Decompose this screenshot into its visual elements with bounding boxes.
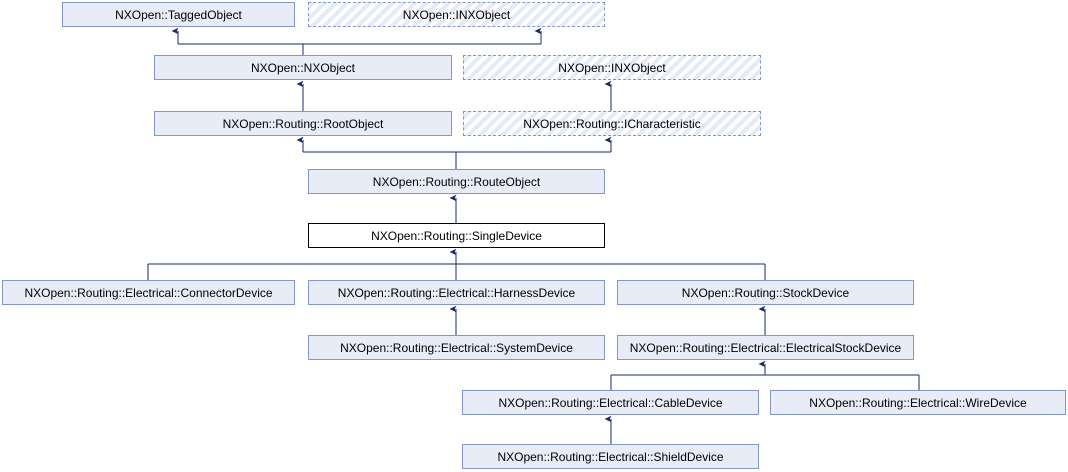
node-systemdevice[interactable]: NXOpen::Routing::Electrical::SystemDevic… <box>308 335 605 360</box>
node-icharacteristic[interactable]: NXOpen::Routing::ICharacteristic <box>463 111 761 136</box>
edge-electricalstock-children <box>610 360 920 390</box>
node-label: NXOpen::Routing::Electrical::ShieldDevic… <box>497 449 724 464</box>
node-cabledevice[interactable]: NXOpen::Routing::Electrical::CableDevice <box>462 390 759 415</box>
node-routeobject[interactable]: NXOpen::Routing::RouteObject <box>308 169 605 194</box>
node-label: NXOpen::Routing::Electrical::ConnectorDe… <box>24 285 273 300</box>
node-label: NXOpen::Routing::RouteObject <box>372 174 541 189</box>
edge-routeobject-parents <box>296 136 612 169</box>
node-label: NXOpen::INXObject <box>402 7 511 22</box>
node-shielddevice[interactable]: NXOpen::Routing::Electrical::ShieldDevic… <box>462 444 759 469</box>
node-singledevice[interactable]: NXOpen::Routing::SingleDevice <box>308 223 605 248</box>
node-label: NXOpen::Routing::Electrical::CableDevice <box>498 395 723 410</box>
node-electricalstockdevice[interactable]: NXOpen::Routing::Electrical::ElectricalS… <box>617 335 914 360</box>
node-stockdevice[interactable]: NXOpen::Routing::StockDevice <box>617 280 914 305</box>
node-label: NXOpen::Routing::SingleDevice <box>371 228 542 243</box>
node-rootobject[interactable]: NXOpen::Routing::RootObject <box>154 111 452 136</box>
node-inxobject-2[interactable]: NXOpen::INXObject <box>463 55 761 80</box>
node-label: NXOpen::Routing::StockDevice <box>681 285 850 300</box>
node-label: NXOpen::Routing::Electrical::SystemDevic… <box>340 340 573 355</box>
node-label: NXOpen::Routing::Electrical::HarnessDevi… <box>337 285 576 300</box>
node-label: NXOpen::Routing::Electrical::WireDevice <box>809 395 1027 410</box>
node-wiredevice[interactable]: NXOpen::Routing::Electrical::WireDevice <box>770 390 1066 415</box>
node-harnessdevice[interactable]: NXOpen::Routing::Electrical::HarnessDevi… <box>308 280 605 305</box>
edge-nxobject-parents <box>171 27 542 55</box>
node-connectordevice[interactable]: NXOpen::Routing::Electrical::ConnectorDe… <box>2 280 295 305</box>
node-nxobject[interactable]: NXOpen::NXObject <box>154 55 452 80</box>
node-label: NXOpen::INXObject <box>558 60 666 75</box>
node-label: NXOpen::Routing::RootObject <box>222 116 384 131</box>
node-label: NXOpen::Routing::ICharacteristic <box>523 116 701 131</box>
node-label: NXOpen::NXObject <box>250 60 356 75</box>
node-label: NXOpen::Routing::Electrical::ElectricalS… <box>629 340 902 355</box>
edge-singledevice-children <box>147 248 766 280</box>
node-inxobject-top[interactable]: NXOpen::INXObject <box>308 2 605 27</box>
node-taggedobject[interactable]: NXOpen::TaggedObject <box>62 2 295 27</box>
node-label: NXOpen::TaggedObject <box>115 7 242 22</box>
